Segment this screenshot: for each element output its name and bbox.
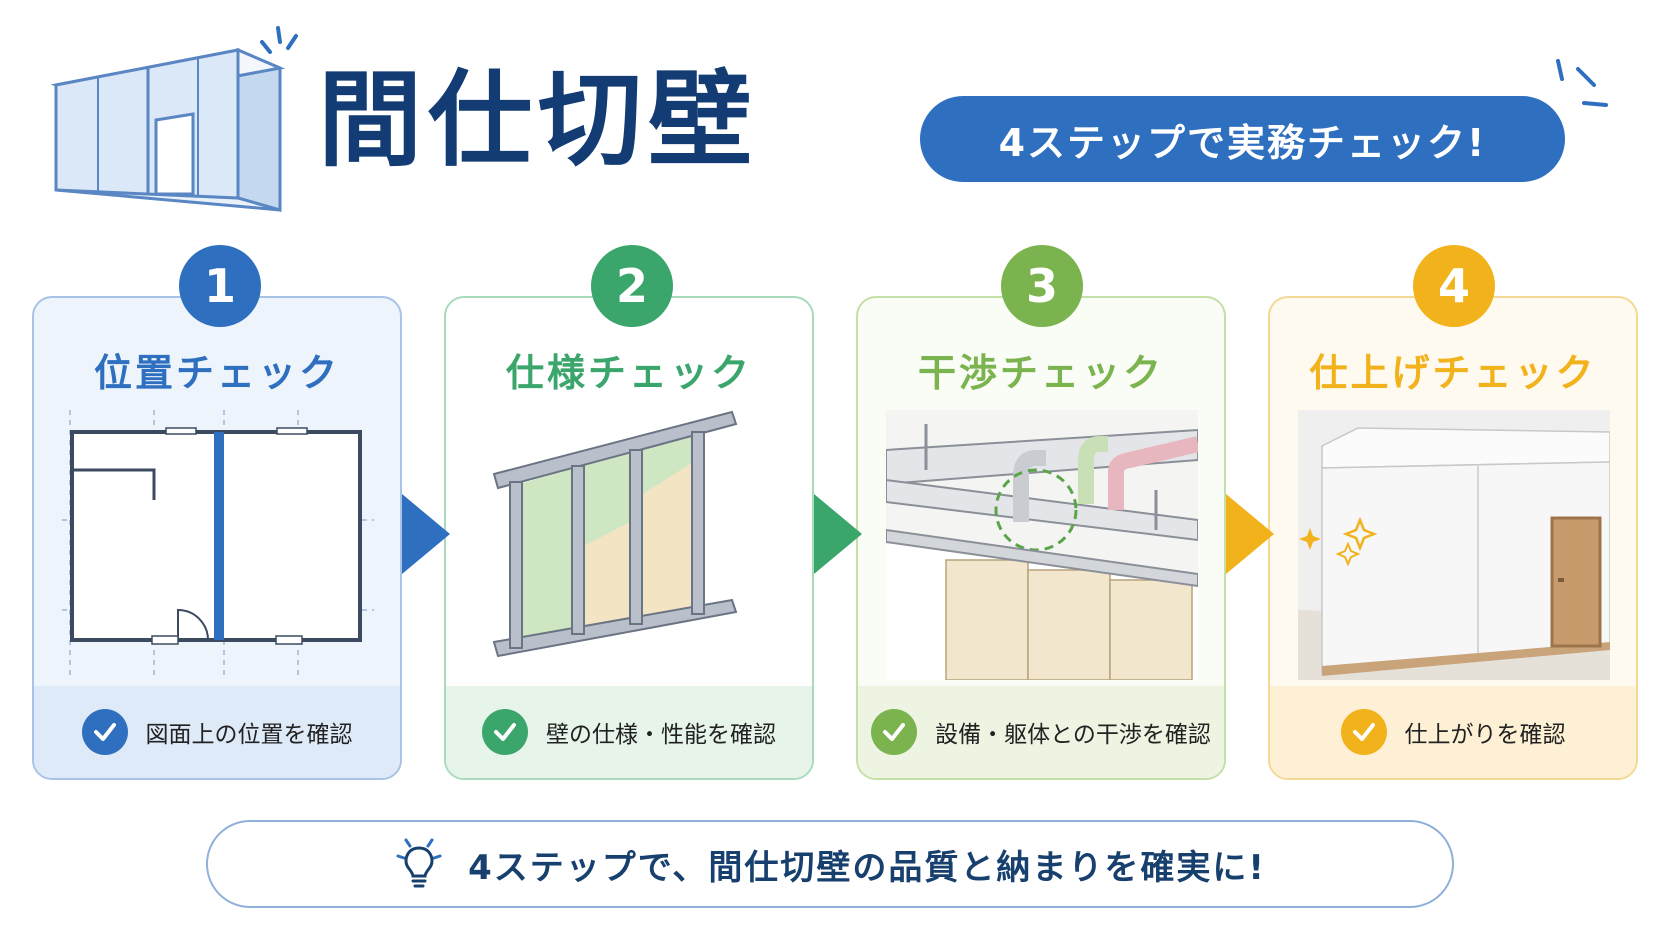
- step-2-number-badge: 2: [591, 245, 673, 327]
- floor-plan-illustration: [62, 410, 374, 680]
- step-3-title: 干渉チェック: [917, 351, 1164, 395]
- check-circle-icon: [1340, 709, 1387, 755]
- step-1-check-text: 図面上の位置を確認: [145, 722, 353, 748]
- check-circle-icon: [81, 709, 128, 755]
- step-4-footer: 仕上がりを確認: [1270, 686, 1636, 778]
- arrow-right-icon: [814, 494, 862, 574]
- subtitle-text: 4ステップで実務チェック!: [998, 120, 1487, 165]
- steel-stud-frame-illustration: [492, 410, 738, 658]
- step-3-footer: 設備・躯体との干渉を確認: [858, 686, 1224, 778]
- subtitle-pill: 4ステップで実務チェック!: [920, 96, 1565, 182]
- step-1-card: 位置チェック 図面上の位置を確認: [32, 296, 402, 780]
- footer-banner: 4ステップで、間仕切壁の品質と納まりを確実に!: [206, 820, 1454, 908]
- sparkle-icon: [260, 26, 298, 54]
- sparkle-icon: [1556, 59, 1608, 107]
- step-2-title: 仕様チェック: [505, 351, 752, 395]
- step-1-footer: 図面上の位置を確認: [34, 686, 400, 778]
- step-2-check-text: 壁の仕様・性能を確認: [546, 722, 776, 748]
- arrow-right-icon: [402, 494, 450, 574]
- ceiling-pipes-illustration: [886, 410, 1198, 680]
- header-building-illustration: [50, 47, 286, 212]
- finished-room-illustration: [1298, 410, 1610, 680]
- step-3-number-badge: 3: [1001, 245, 1083, 327]
- footer-message: 4ステップで、間仕切壁の品質と納まりを確実に!: [468, 847, 1266, 888]
- step-1-number-badge: 1: [179, 245, 261, 327]
- step-2-footer: 壁の仕様・性能を確認: [446, 686, 812, 778]
- step-4-check-text: 仕上がりを確認: [1404, 722, 1566, 748]
- step-4-title: 仕上げチェック: [1309, 351, 1597, 395]
- step-4-number-badge: 4: [1413, 245, 1495, 327]
- check-circle-icon: [871, 709, 918, 755]
- page-title: 間仕切壁: [318, 59, 759, 181]
- arrow-right-icon: [1226, 494, 1274, 574]
- step-2-card: 仕様チェック 壁の仕様・性能を確認: [444, 296, 814, 780]
- step-1-title: 位置チェック: [93, 351, 340, 395]
- step-4-card: 仕上げチェック 仕上がりを確認: [1268, 296, 1638, 780]
- step-3-check-text: 設備・躯体との干渉を確認: [935, 722, 1211, 748]
- step-3-card: 干渉チェック 設備・躯体との干渉を確認: [856, 296, 1226, 780]
- lightbulb-icon: [396, 838, 442, 888]
- check-circle-icon: [482, 709, 528, 755]
